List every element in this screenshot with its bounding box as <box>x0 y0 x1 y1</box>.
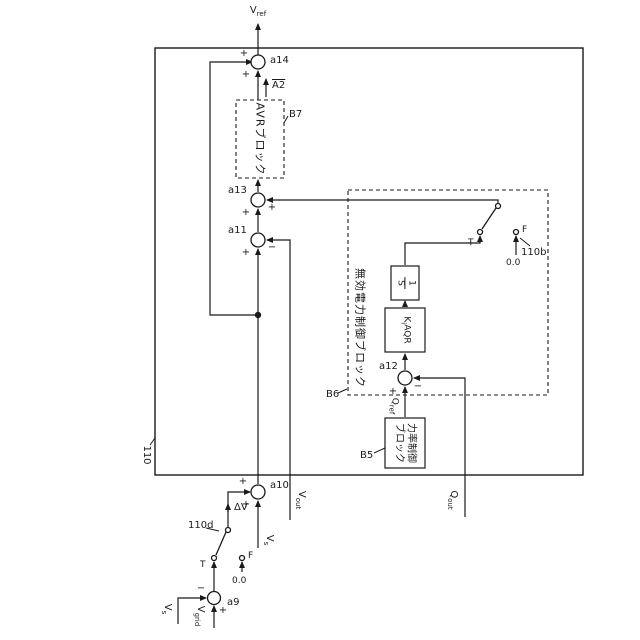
leader-ticks <box>149 115 531 532</box>
a12-name: a12 <box>379 361 398 372</box>
wires <box>177 23 519 628</box>
deltav-label: ΔV <box>234 502 248 513</box>
branch-node <box>254 311 262 319</box>
aqr-gain-box <box>384 307 426 353</box>
ref110b-leader <box>519 237 531 247</box>
switch-110b-f-contact <box>512 228 520 236</box>
power-factor-block-box <box>384 417 426 469</box>
a11-name: a11 <box>228 225 247 236</box>
a14-sign-bottom: + <box>241 69 251 80</box>
wire-integrator-to-switchb-t <box>404 235 483 265</box>
a11-sign-right: − <box>267 242 277 253</box>
switch-110b-blade <box>481 207 497 230</box>
b5-leader <box>373 447 386 454</box>
switch-110d <box>210 526 246 562</box>
b7-ref: B7 <box>289 109 303 120</box>
switch-110d-blade <box>215 531 227 556</box>
a2-label: A2 <box>272 80 286 91</box>
a13-sign-right: + <box>267 202 277 213</box>
power-factor-block-label: 力率制御ブロック <box>394 423 417 463</box>
reactive-block-label: 無効電力制御ブロック <box>353 268 367 388</box>
a9-name: a9 <box>227 597 240 608</box>
switch-110b-f-label: F <box>522 225 528 235</box>
b6-ref: B6 <box>326 389 340 400</box>
summing-junctions <box>206 54 413 606</box>
vgrid-label: Vgrid <box>193 605 206 627</box>
a10-sign-bottom: + <box>241 499 251 510</box>
switch-110b-ref: 110b <box>521 247 547 258</box>
wire-feedforward-to-a14 <box>209 59 258 316</box>
avr-block-label: AVRブロック <box>253 102 267 176</box>
switch-110b <box>476 202 520 236</box>
junction-a13 <box>250 192 266 208</box>
b6-leader <box>337 388 348 394</box>
a13-sign-bottom: + <box>241 207 251 218</box>
switch-110d-pivot <box>224 526 232 534</box>
junction-a10 <box>250 484 266 500</box>
wire-switchb-to-a13 <box>266 197 499 204</box>
switch-110b-pivot <box>494 202 502 210</box>
wire-vout-to-a11 <box>266 237 291 520</box>
junction-a14 <box>250 54 266 70</box>
qref-label: Qref <box>387 397 400 415</box>
pf-line1: 力率制御 <box>405 423 417 463</box>
a10-name: a10 <box>270 480 289 491</box>
qout-label: Qout <box>446 490 459 510</box>
aqr-gain-label: KiAQR <box>399 316 412 344</box>
a14-sign-left: + <box>239 48 249 59</box>
a9-sign-left: − <box>196 583 206 594</box>
switch-110d-f-label: F <box>248 551 254 561</box>
switch-110d-zero-label: 0.0 <box>232 576 247 586</box>
a12-sign-right: − <box>413 381 423 392</box>
vs-left-label: Vs <box>160 603 173 615</box>
ref110-leader <box>149 437 156 446</box>
switch-110d-ref: 110d <box>188 520 214 531</box>
wire-vs-to-a9 <box>177 595 207 624</box>
junction-a9 <box>206 590 222 606</box>
b7-leader <box>283 115 289 124</box>
switch-110d-f-contact <box>238 554 246 562</box>
switch-110b-t-contact <box>476 228 484 236</box>
vs-mid-label: Vs <box>262 534 275 546</box>
vref-label: Vref <box>249 5 267 18</box>
switch-110b-zero-label: 0.0 <box>506 258 521 268</box>
integrator-denominator: S <box>395 280 406 286</box>
avr-block-box <box>235 99 285 179</box>
switch-110d-t-contact <box>210 554 218 562</box>
pf-line2: ブロック <box>394 423 405 463</box>
vout-label: Vout <box>294 490 307 510</box>
a14-name: a14 <box>270 55 289 66</box>
a12-sign-bottom: + <box>388 386 398 397</box>
switch-110b-t-label: T <box>468 238 474 248</box>
switch-110d-t-label: T <box>200 560 206 570</box>
junction-a11 <box>250 232 266 248</box>
wire-qout-to-a12 <box>413 375 466 517</box>
integrator-numerator: 1 <box>404 277 416 289</box>
ref110d-leader <box>205 527 220 532</box>
b5-ref: B5 <box>360 450 374 461</box>
a13-name: a13 <box>228 185 247 196</box>
system-ref-110: 110 <box>141 445 152 465</box>
a10-sign-left: + <box>238 476 248 487</box>
a11-sign-bottom: + <box>241 247 251 258</box>
main-system-box <box>154 47 584 476</box>
wire-deltav-to-a10 <box>227 489 251 527</box>
junction-a12 <box>397 370 413 386</box>
reactive-power-block-box <box>347 189 549 396</box>
a9-sign-bottom: + <box>218 605 228 616</box>
